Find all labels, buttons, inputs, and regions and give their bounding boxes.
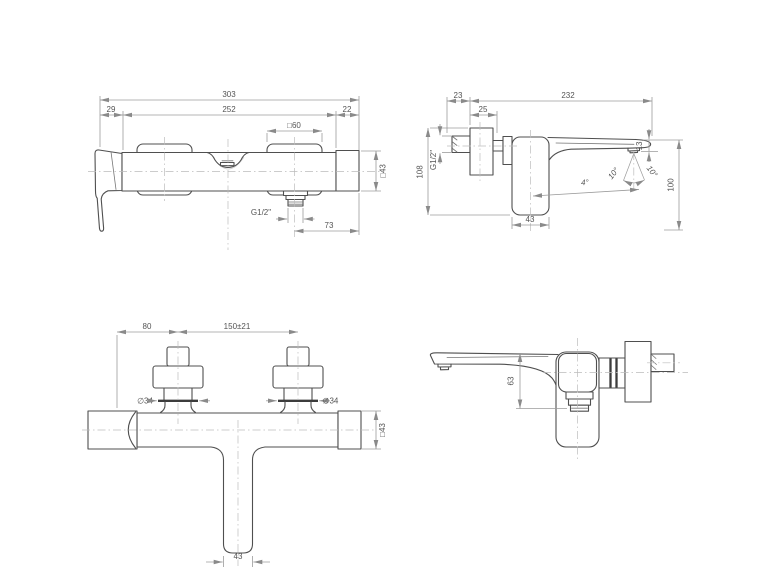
side-rear-geometry bbox=[429, 340, 675, 448]
dim-front-thread: G1/2" bbox=[251, 208, 271, 217]
side-view-centerlines bbox=[447, 122, 531, 232]
connector-step bbox=[502, 135, 513, 166]
outlet-ring bbox=[285, 194, 306, 201]
end-cap-left bbox=[87, 410, 138, 450]
bottom-outlet-step2 bbox=[567, 398, 592, 406]
side-rear-centerlines bbox=[543, 338, 688, 460]
wall-escutcheon bbox=[469, 127, 494, 176]
dim-side-spray-angle-right: 10° bbox=[645, 164, 660, 180]
body-end-cap bbox=[335, 149, 360, 192]
dim-side-escutcheon-depth: 25 bbox=[479, 105, 488, 114]
dim-rear-spout-height: 63 bbox=[507, 376, 516, 385]
outlet-thread bbox=[287, 198, 304, 207]
side-rear-view: 63 bbox=[429, 338, 688, 460]
mount-connector bbox=[598, 357, 626, 389]
dim-top-valve-dia-left: ∅34 bbox=[137, 397, 153, 406]
dim-front-outlet-offset: 73 bbox=[325, 221, 334, 230]
dim-side-wall-offset: 23 bbox=[454, 91, 463, 100]
side-view-dimensions: 23 232 25 108 G1/2" 13 100 4° 10° 10° 43 bbox=[416, 91, 683, 231]
side-view: 23 232 25 108 G1/2" 13 100 4° 10° 10° 43 bbox=[416, 91, 683, 232]
body-bar-top-view bbox=[136, 412, 339, 554]
top-view: 80 150±21 ∅34 ∅34 □43 43 bbox=[82, 322, 387, 567]
front-view-geometry bbox=[94, 143, 360, 232]
front-view: 303 29 252 22 □60 □43 G1/2" 73 bbox=[88, 90, 388, 250]
dish-aerator bbox=[219, 161, 235, 167]
dim-side-spray-angle-left: 10° bbox=[606, 165, 621, 181]
top-view-dimensions: 80 150±21 ∅34 ∅34 □43 43 bbox=[116, 322, 387, 567]
front-view-centerlines bbox=[88, 137, 382, 250]
cap-dome-arc bbox=[127, 411, 137, 449]
dim-front-escutcheon-square: □60 bbox=[287, 121, 301, 130]
front-view-dimensions: 303 29 252 22 □60 □43 G1/2" 73 bbox=[99, 90, 388, 235]
bottom-outlet-step1 bbox=[565, 391, 594, 400]
dim-top-stem-width: 43 bbox=[234, 552, 243, 561]
dim-front-total: 303 bbox=[222, 90, 236, 99]
dim-side-thread: G1/2" bbox=[429, 150, 438, 170]
spout-face-line bbox=[555, 142, 635, 145]
lever-handle bbox=[94, 149, 123, 232]
dim-front-left-offset: 29 bbox=[107, 105, 116, 114]
open-spout-dish bbox=[206, 151, 250, 169]
spout-face-line-mirrored bbox=[446, 356, 549, 358]
dim-front-body-square: □43 bbox=[379, 164, 388, 178]
wall-flange bbox=[624, 340, 652, 403]
spray-line-right bbox=[633, 153, 645, 181]
dim-side-body-depth: 43 bbox=[526, 215, 535, 224]
dim-side-spout-drop: 13 bbox=[635, 141, 644, 150]
dim-top-valve-dia-right: ∅34 bbox=[323, 397, 339, 406]
spout-aerator-mirrored bbox=[437, 363, 452, 371]
dim-top-valve-spacing: 150±21 bbox=[224, 322, 251, 331]
spout-profile bbox=[547, 136, 652, 161]
side-rear-dimensions: 63 bbox=[507, 353, 567, 409]
dim-side-spout-clearance: 100 bbox=[667, 178, 676, 192]
spray-line-left bbox=[623, 153, 635, 181]
dim-front-body-span: 252 bbox=[222, 105, 236, 114]
spray-arc bbox=[623, 179, 645, 187]
top-view-centerlines bbox=[82, 341, 374, 566]
handle-edge-line bbox=[110, 151, 117, 190]
dim-top-end-offset: 80 bbox=[143, 322, 152, 331]
dim-side-spout-reach: 232 bbox=[561, 91, 575, 100]
spout-profile-mirrored bbox=[429, 352, 559, 386]
dim-top-body-square: □43 bbox=[378, 423, 387, 437]
side-view-geometry bbox=[451, 127, 652, 216]
top-view-geometry bbox=[87, 346, 362, 554]
dim-front-cap-width: 22 bbox=[343, 105, 352, 114]
dim-side-spout-angle: 4° bbox=[581, 178, 590, 187]
outlet-neck bbox=[282, 190, 309, 197]
dim-side-height: 108 bbox=[416, 165, 425, 179]
